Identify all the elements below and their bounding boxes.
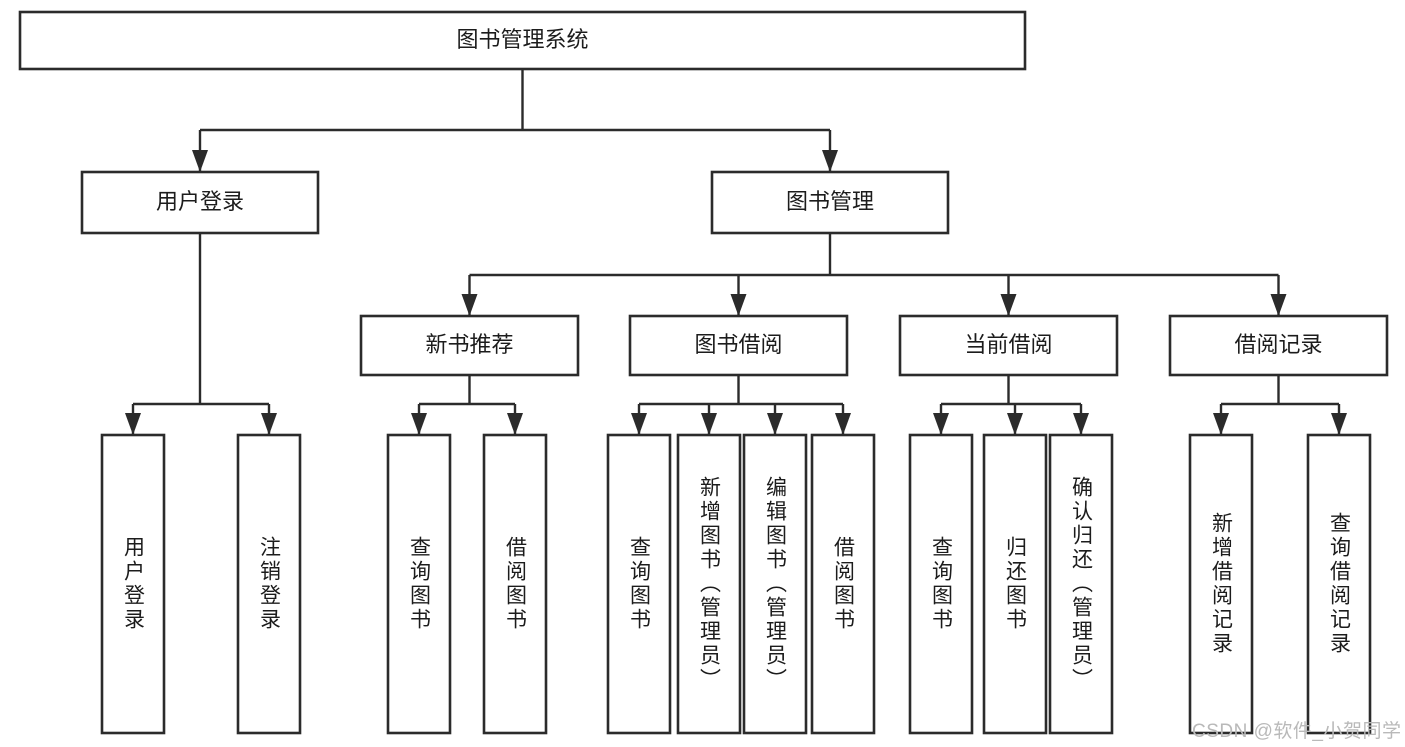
nodes-layer	[18, 10, 1389, 735]
node-box-leaf-add-book[interactable]	[676, 433, 742, 735]
arrow-head-icon-leaf-add-record	[1213, 413, 1229, 435]
arrow-head-icon-leaf-query-book-2	[631, 413, 647, 435]
arrow-head-icon-leaf-query-record	[1331, 413, 1347, 435]
node-box-leaf-edit-book[interactable]	[742, 433, 808, 735]
arrow-head-icon-leaf-user-logout	[261, 413, 277, 435]
arrow-head-icon-user-login	[192, 150, 208, 172]
node-box-leaf-confirm-return[interactable]	[1048, 433, 1114, 735]
arrow-head-icon-leaf-query-book-3	[933, 413, 949, 435]
node-box-root[interactable]	[18, 10, 1027, 71]
node-box-leaf-user-login[interactable]	[100, 433, 166, 735]
arrow-head-icon-leaf-confirm-return	[1073, 413, 1089, 435]
node-box-book-borrow[interactable]	[628, 314, 849, 377]
node-box-new-book-recommend[interactable]	[359, 314, 580, 377]
arrow-head-icon-book-manage	[822, 150, 838, 172]
arrow-head-icon-leaf-return-book	[1007, 413, 1023, 435]
node-box-leaf-query-book-2[interactable]	[606, 433, 672, 735]
arrow-head-icon-borrow-record	[1270, 294, 1287, 316]
node-box-leaf-return-book[interactable]	[982, 433, 1048, 735]
arrow-head-icon-leaf-borrow-book-2	[835, 413, 851, 435]
node-box-leaf-borrow-book-1[interactable]	[482, 433, 548, 735]
node-box-leaf-user-logout[interactable]	[236, 433, 302, 735]
arrow-head-icon-current-borrow	[1000, 294, 1017, 316]
arrow-head-icon-leaf-add-book	[701, 413, 717, 435]
csdn-watermark: CSDN @软件_小贺同学	[1192, 721, 1402, 742]
node-box-book-manage[interactable]	[710, 170, 950, 235]
arrow-head-icon-leaf-user-login	[125, 413, 141, 435]
node-box-current-borrow[interactable]	[898, 314, 1119, 377]
arrow-head-icon-leaf-query-book-1	[411, 413, 427, 435]
node-box-leaf-borrow-book-2[interactable]	[810, 433, 876, 735]
node-box-leaf-add-record[interactable]	[1188, 433, 1254, 735]
arrow-head-icon-leaf-edit-book	[767, 413, 783, 435]
node-box-leaf-query-book-3[interactable]	[908, 433, 974, 735]
node-box-leaf-query-book-1[interactable]	[386, 433, 452, 735]
node-box-user-login[interactable]	[80, 170, 320, 235]
node-box-leaf-query-record[interactable]	[1306, 433, 1372, 735]
arrow-head-icon-leaf-borrow-book-1	[507, 413, 523, 435]
node-box-borrow-record[interactable]	[1168, 314, 1389, 377]
arrow-head-icon-new-book-recommend	[461, 294, 478, 316]
arrow-head-icon-book-borrow	[730, 294, 747, 316]
connectors-layer	[125, 69, 1347, 435]
